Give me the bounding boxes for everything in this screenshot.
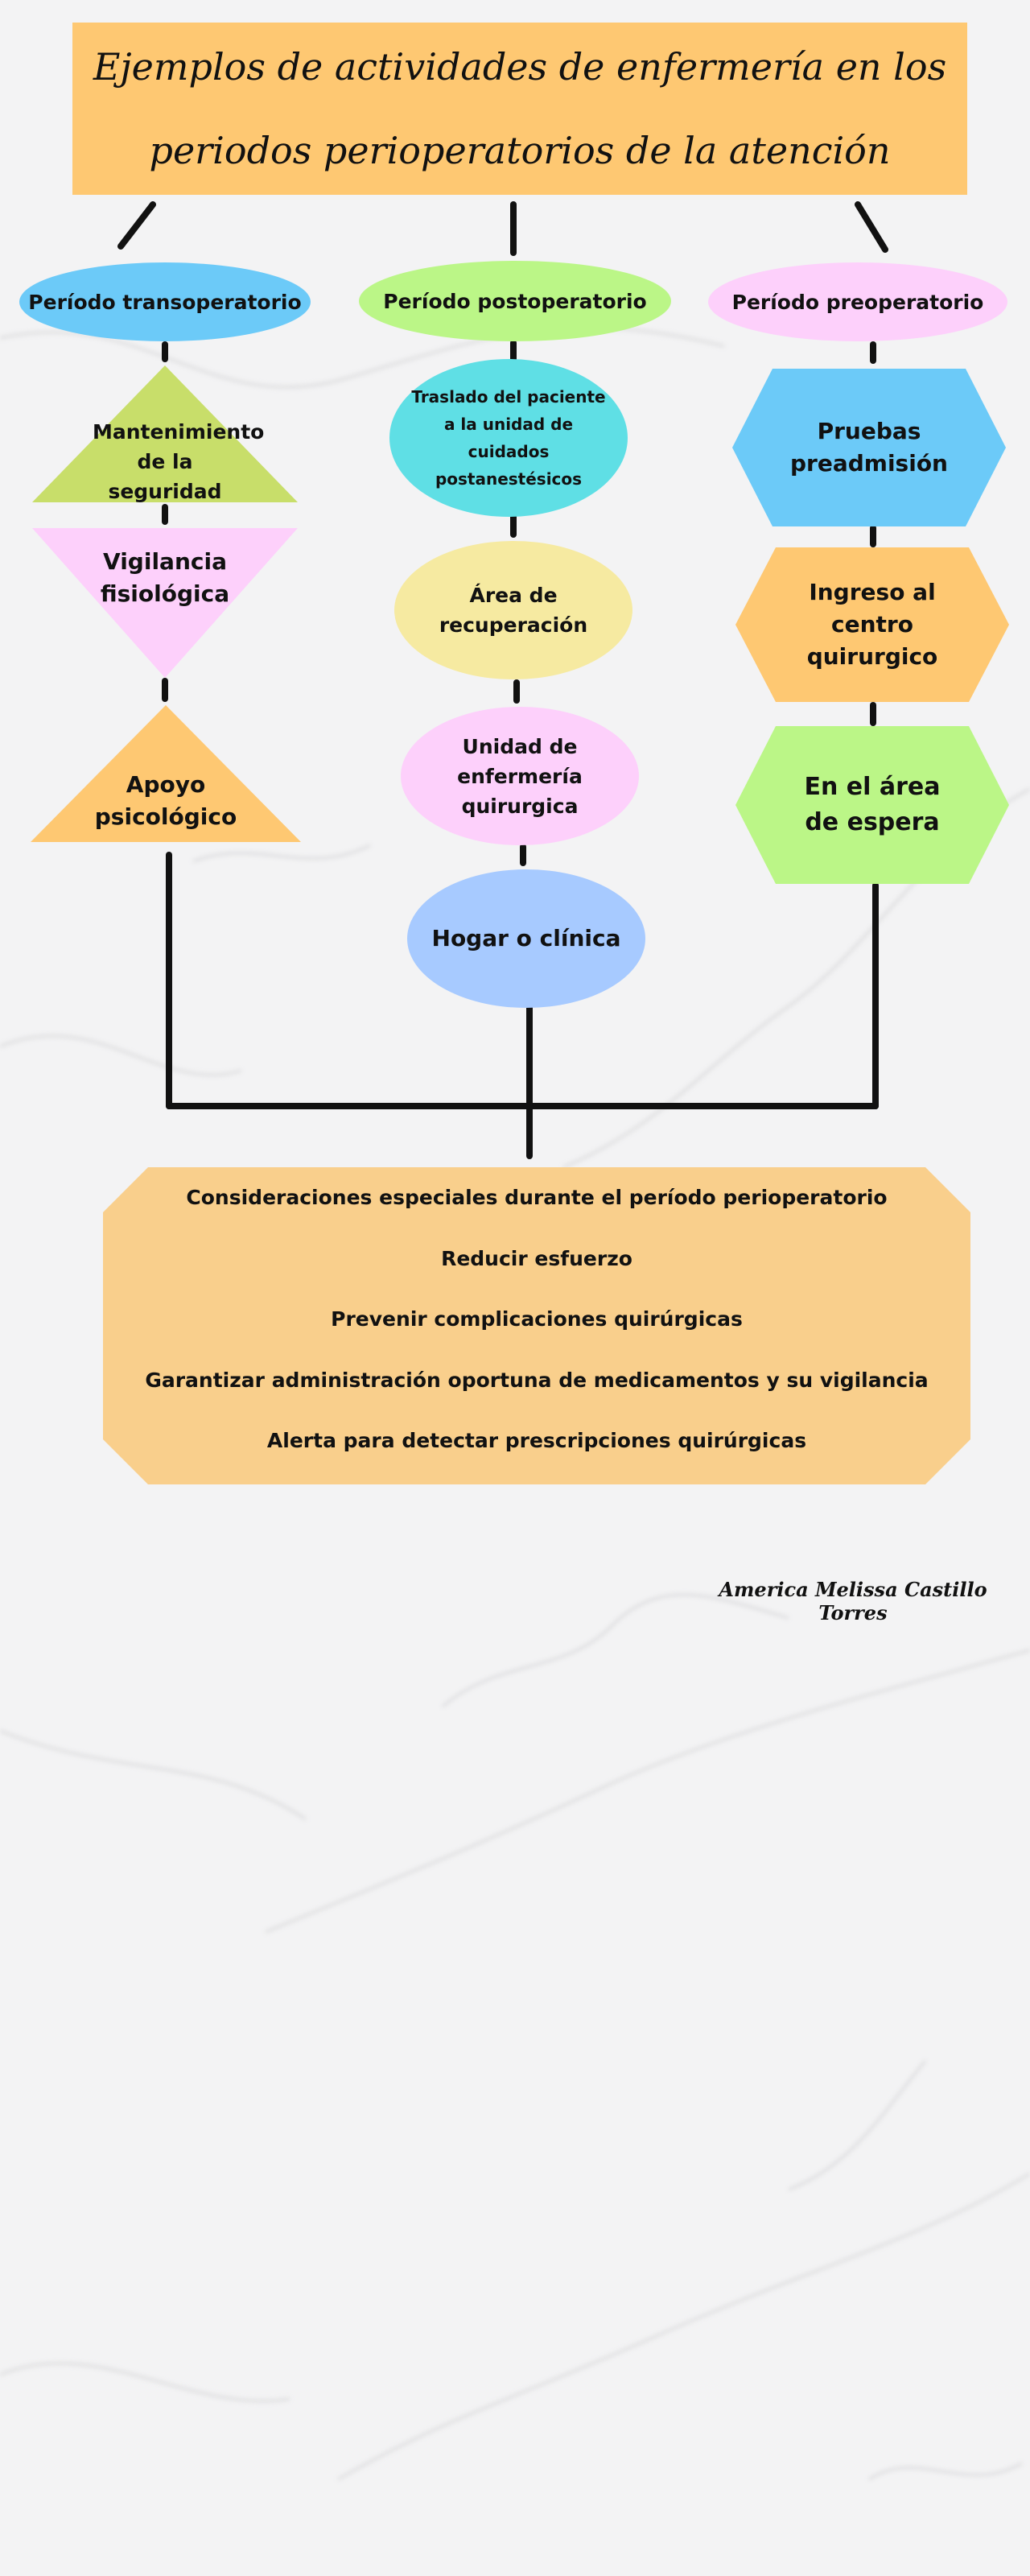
node-vigilancia-label: Vigilancia fisiológica [100, 548, 230, 607]
node-ingreso-centro: Ingreso al centro quirurgico [735, 547, 1009, 702]
node-mantenimiento-seguridad: Mantenimiento de la seguridad [32, 365, 298, 503]
triangle-down-shape [32, 528, 298, 678]
node-apoyo-psicologico: Apoyo psicológico [31, 705, 301, 842]
consideration-item: Reducir esfuerzo [441, 1246, 632, 1270]
node-hogar-label: Hogar o clínica [431, 925, 621, 952]
node-unidad-enfermeria-label: Unidad de enfermería quirurgica [457, 734, 583, 818]
header-transoperatorio: Período transoperatorio [19, 262, 311, 341]
node-area-recuperacion-label: Área de recuperación [439, 584, 588, 637]
octagon-shape [103, 1167, 970, 1484]
header-preoperatorio: Período preoperatorio [708, 262, 1007, 341]
node-pruebas-label: Pruebas preadmisión [790, 418, 948, 477]
node-apoyo-label: Apoyo psicológico [94, 771, 237, 830]
header-preoperatorio-label: Período preoperatorio [731, 290, 984, 314]
consideration-item: Prevenir complicaciones quirúrgicas [331, 1307, 743, 1331]
title-banner: Ejemplos de actividades de enfermería en… [72, 23, 967, 195]
considerations-box: Consideraciones especiales durante el pe… [103, 1167, 970, 1484]
consideration-item: Alerta para detectar prescripciones quir… [266, 1429, 807, 1453]
hexagon-shape [732, 369, 1006, 526]
node-hogar-clinica: Hogar o clínica [407, 869, 645, 1008]
hexagon-shape [735, 726, 1009, 884]
node-area-recuperacion: Área de recuperación [394, 541, 632, 679]
node-area-espera: En el área de espera [735, 726, 1009, 884]
author-signature: America Melissa Castillo Torres [719, 1578, 987, 1624]
node-ingreso-label: Ingreso al centro quirurgico [806, 579, 938, 670]
triangle-up-shape [31, 705, 301, 842]
node-vigilancia-fisiologica: Vigilancia fisiológica [32, 528, 298, 678]
node-pruebas-preadmision: Pruebas preadmisión [732, 369, 1006, 526]
consideration-item: Garantizar administración oportuna de me… [145, 1368, 929, 1392]
diagram-title: Ejemplos de actividades de enfermería en… [93, 45, 947, 172]
considerations-heading: Consideraciones especiales durante el pe… [186, 1186, 888, 1209]
header-postoperatorio-label: Período postoperatorio [383, 289, 647, 313]
node-area-espera-label: En el área de espera [804, 773, 941, 836]
triangle-up-shape [32, 365, 298, 502]
node-traslado-label: Traslado del paciente a la unidad de cui… [411, 387, 606, 489]
node-mantenimiento-label: Mantenimiento de la seguridad [93, 419, 265, 503]
header-transoperatorio-label: Período transoperatorio [28, 290, 302, 314]
hexagon-shape [735, 547, 1009, 702]
node-unidad-enfermeria: Unidad de enfermería quirurgica [401, 707, 639, 845]
node-traslado-paciente: Traslado del paciente a la unidad de cui… [389, 359, 628, 517]
header-postoperatorio: Período postoperatorio [359, 261, 671, 341]
